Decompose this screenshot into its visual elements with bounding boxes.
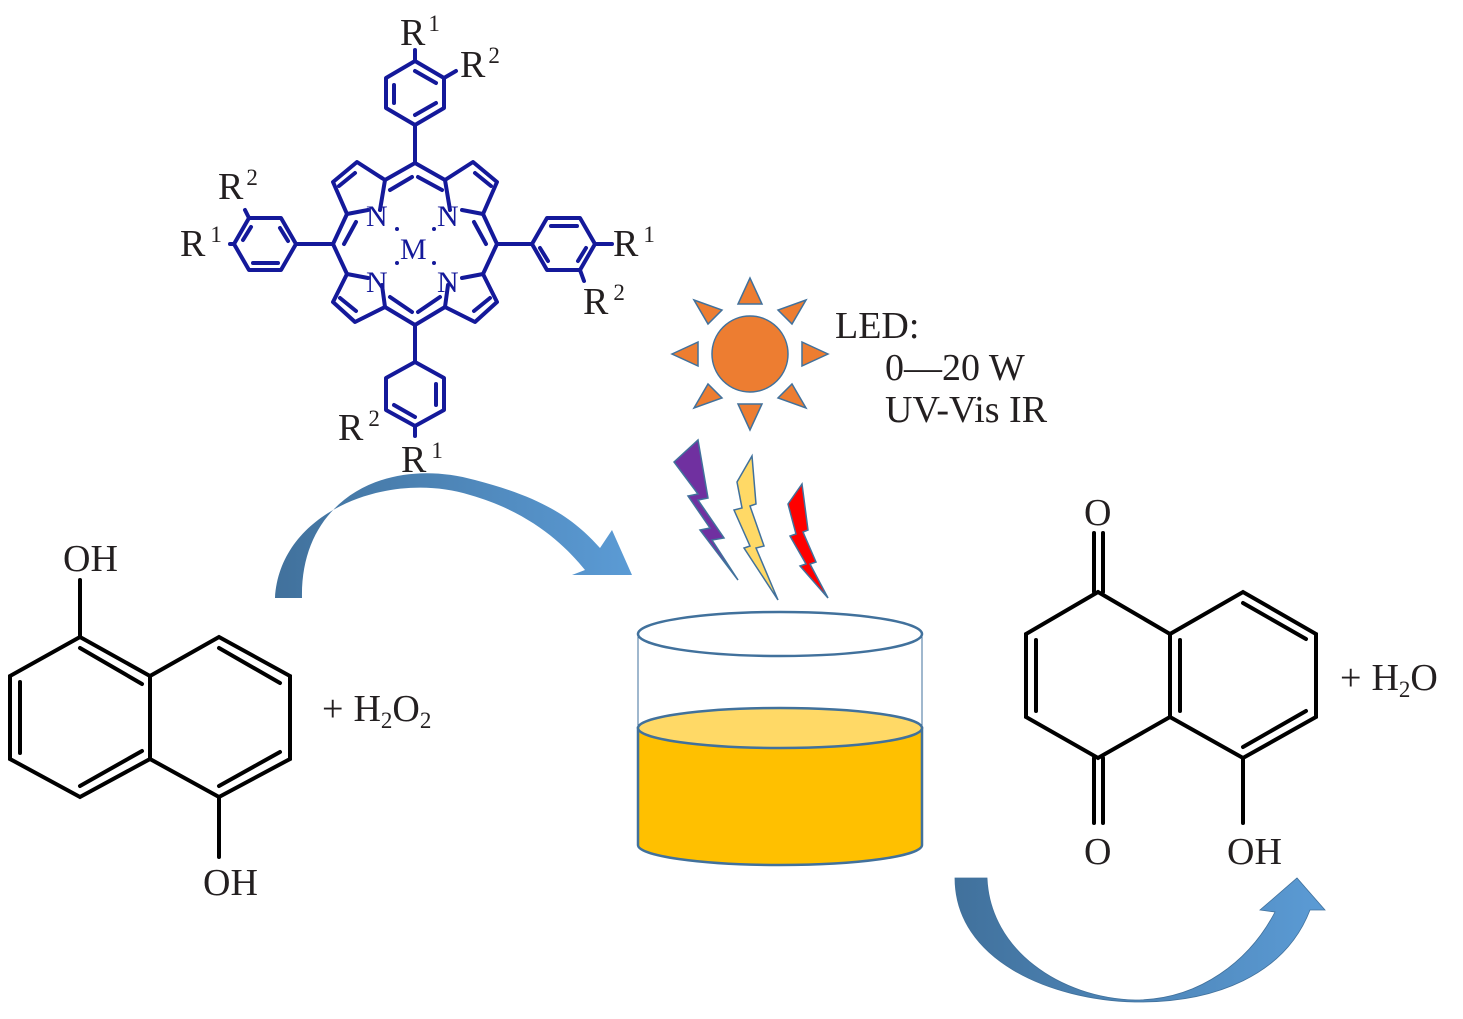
product-h2o: +H2O [1340, 657, 1438, 702]
reactor-beaker [636, 610, 924, 867]
product-o-bottom: O [1084, 831, 1111, 873]
nitrogen-label-ul: N [366, 200, 388, 233]
nitrogen-label-ur: N [437, 200, 459, 233]
metal-center-label: M [400, 233, 427, 266]
beaker-rim [636, 610, 924, 658]
nitrogen-label-ll: N [366, 266, 388, 299]
product-oh: OH [1227, 831, 1282, 873]
reactant-structure [8, 578, 292, 859]
product-o-top: O [1084, 492, 1111, 534]
reactant-oh-bottom: OH [203, 862, 258, 904]
uv-bolt-icon [672, 438, 739, 581]
porphyrin-core [331, 160, 499, 327]
led-title: LED: [835, 305, 919, 347]
product-structure [1024, 531, 1318, 825]
nitrogen-label-lr: N [437, 266, 459, 299]
phenyl-right [495, 216, 614, 283]
reactant-h2o2: +H2O2 [322, 688, 431, 733]
led-spectrum: UV-Vis IR [885, 389, 1048, 431]
coordination-dots [395, 227, 436, 265]
reactor-liquid [636, 726, 924, 867]
reactant-oh-top: OH [63, 538, 118, 580]
phenyl-left [228, 208, 335, 272]
light-bolts [672, 438, 829, 601]
curved-arrow-catalyst [275, 473, 632, 598]
ir-bolt-icon [787, 481, 829, 599]
liquid-surface [636, 706, 924, 750]
curved-arrow-product [954, 877, 1326, 1003]
vis-bolt-icon [732, 453, 779, 601]
sun-icon [670, 276, 830, 432]
phenyl-top [384, 48, 458, 165]
led-power: 0—20 W [885, 347, 1025, 389]
led-info: LED: 0—20 W UV-Vis IR [835, 305, 1048, 431]
phenyl-bottom [384, 323, 446, 438]
